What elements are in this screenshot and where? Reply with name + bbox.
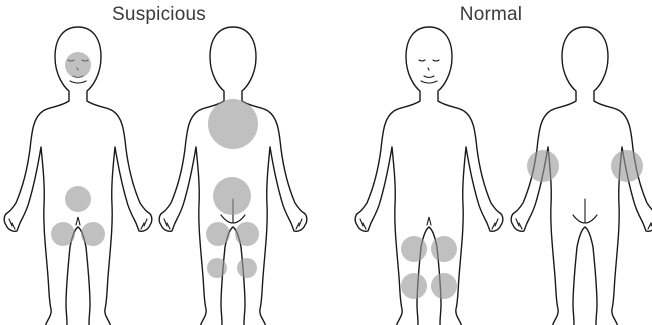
spot-face bbox=[65, 52, 91, 78]
spot-right-knee bbox=[431, 273, 457, 299]
spot-lower-back bbox=[213, 177, 251, 215]
spot-left-thigh bbox=[51, 222, 75, 246]
body-outline bbox=[355, 27, 503, 325]
spot-right-thigh bbox=[235, 222, 259, 246]
normal-front-figure bbox=[355, 27, 503, 325]
spot-right-thigh bbox=[431, 236, 457, 262]
spot-upper-back bbox=[208, 99, 258, 149]
body-outline bbox=[159, 27, 307, 325]
spot-right-arm bbox=[611, 150, 643, 182]
normal-back-figure bbox=[511, 27, 652, 325]
spot-right-thigh bbox=[81, 222, 105, 246]
suspicious-back-figure bbox=[159, 27, 307, 325]
spot-left-thigh bbox=[206, 222, 230, 246]
spot-right-calf bbox=[237, 258, 257, 278]
spot-left-thigh bbox=[401, 236, 427, 262]
spot-left-calf bbox=[207, 258, 227, 278]
spot-left-knee bbox=[401, 273, 427, 299]
spot-lower-abdomen bbox=[65, 186, 91, 212]
spot-left-arm bbox=[527, 150, 559, 182]
suspicious-front-figure bbox=[4, 27, 152, 325]
